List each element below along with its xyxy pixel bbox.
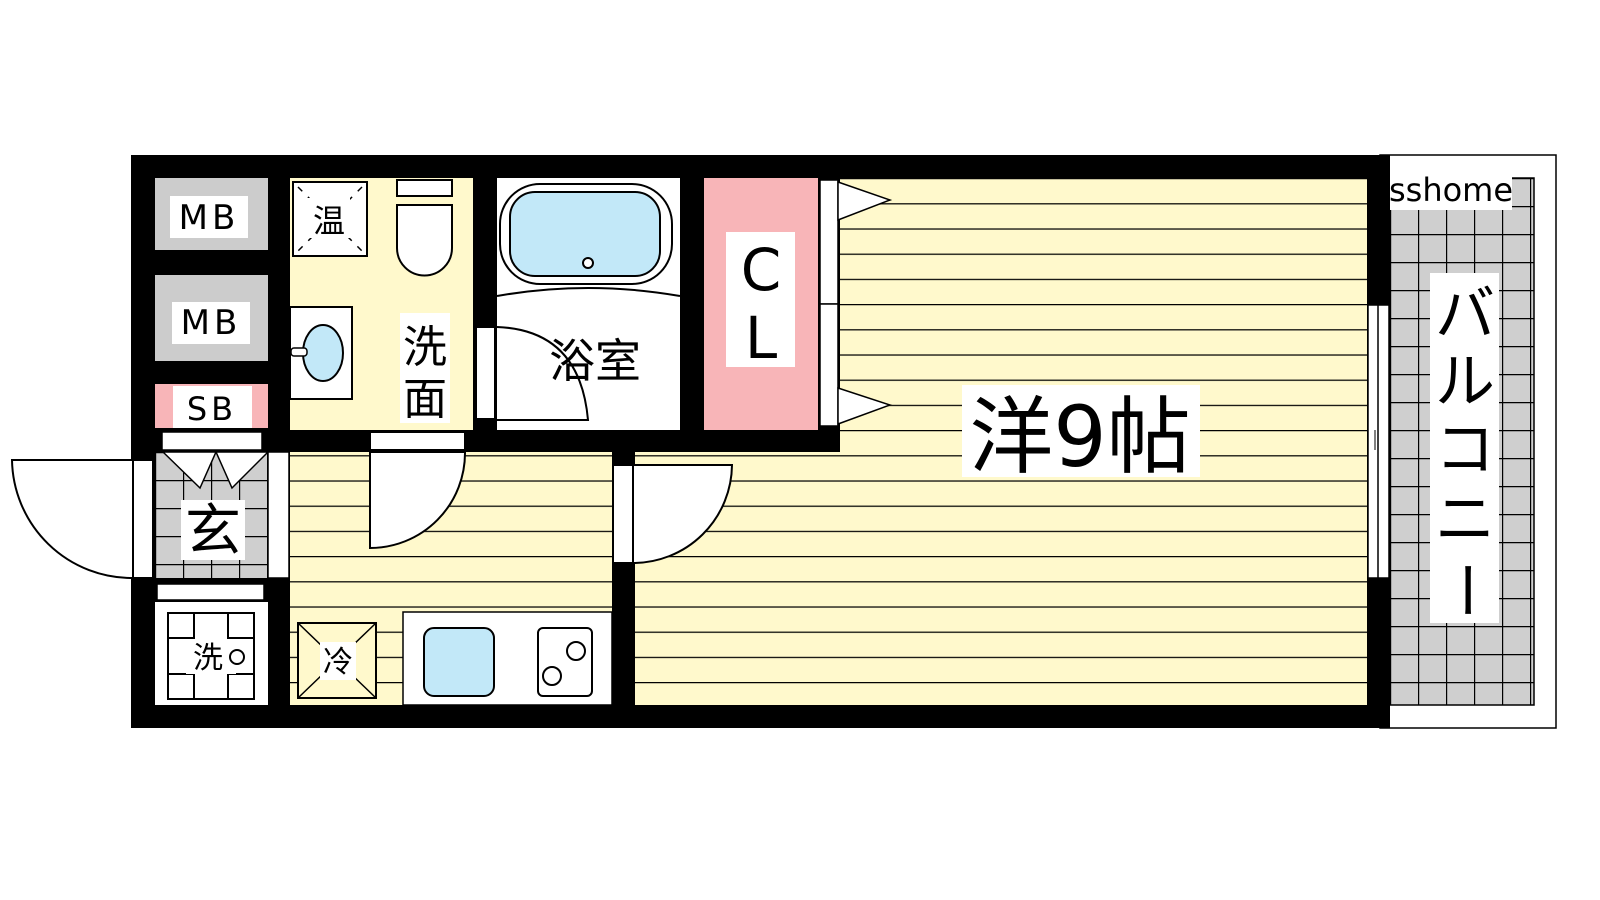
balcony-label-1: バ [1435, 280, 1495, 350]
closet-label-1: C [741, 236, 782, 304]
balcony-label-2: ル [1435, 347, 1495, 417]
balcony: sshome バ ル コ ニ ー [1379, 154, 1557, 729]
kitchen: 冷 [290, 452, 613, 706]
shoe-box: SB [155, 384, 268, 428]
balcony-label-5: ー [1430, 560, 1500, 620]
balcony-window[interactable] [1367, 304, 1390, 579]
water-heater-label: 温 [313, 202, 345, 240]
toilet-icon [396, 179, 453, 277]
balcony-label-3: コ [1435, 415, 1495, 485]
meter-box-1: MB [155, 178, 268, 250]
bathroom: 浴室 [475, 178, 681, 430]
mb1-label: MB [179, 198, 240, 238]
washroom-label-2: 面 [403, 374, 447, 425]
front-door[interactable] [10, 459, 154, 580]
door-room[interactable] [612, 464, 734, 565]
mb2-label: MB [181, 303, 242, 343]
sink-icon [423, 627, 495, 697]
closet-label-2: L [745, 304, 777, 372]
meter-box-2: MB [155, 275, 268, 361]
drain-icon [229, 649, 245, 665]
entrance: 玄 [155, 431, 290, 579]
closet: C L [704, 178, 818, 430]
watermark: sshome [1389, 171, 1513, 209]
shoe-cabinet-door-icon [161, 450, 270, 490]
washroom: 温 洗 面 [289, 178, 473, 430]
fridge-space: 冷 [297, 622, 377, 699]
western-room: 洋9帖 [635, 178, 1367, 705]
laundry-space: 洗 [155, 583, 268, 705]
entrance-label: 玄 [185, 499, 241, 564]
water-heater: 温 [292, 181, 368, 257]
bathroom-label: 浴室 [549, 334, 641, 388]
bathroom-door[interactable] [475, 326, 590, 421]
laundry-label: 洗 [193, 641, 223, 676]
washbasin-icon [289, 306, 353, 400]
washroom-label-1: 洗 [403, 322, 447, 373]
balcony-label-4: ニ [1435, 485, 1495, 555]
door-washroom[interactable] [369, 431, 467, 550]
stove-icon [537, 627, 593, 697]
fridge-label: 冷 [323, 645, 353, 680]
bathtub-icon [496, 183, 681, 297]
western-room-label: 洋9帖 [969, 388, 1190, 486]
closet-doors[interactable] [819, 179, 893, 427]
sb-label: SB [187, 390, 237, 428]
